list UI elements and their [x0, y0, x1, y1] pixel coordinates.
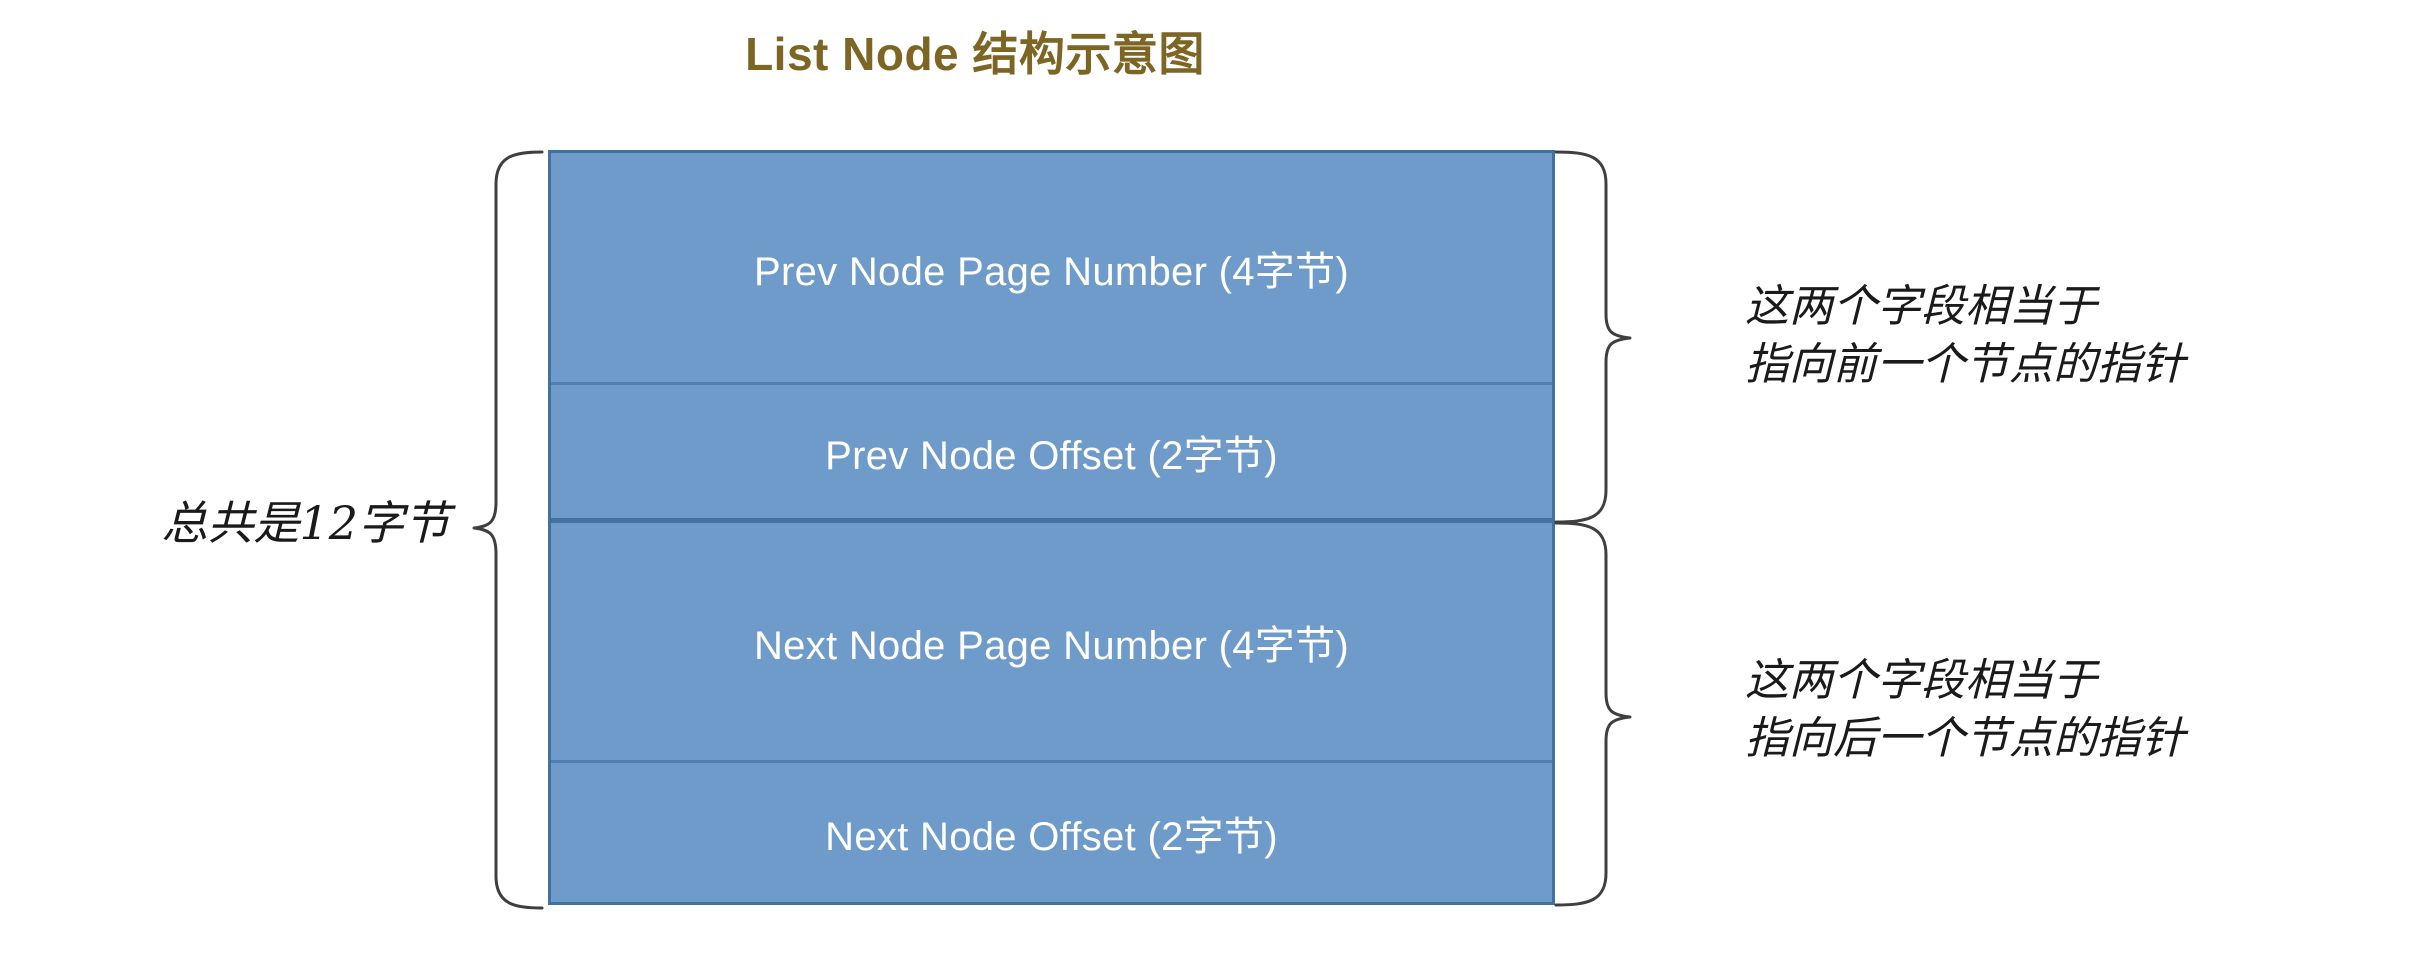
- next-group-annotation: 这两个字段相当于 指向后一个节点的指针: [1745, 652, 2185, 768]
- field-row-prev-node-offset: Prev Node Offset (2字节): [551, 385, 1552, 523]
- page-title: List Node 结构示意图: [745, 28, 1205, 80]
- field-row-next-node-page-number: Next Node Page Number (4字节): [551, 523, 1552, 763]
- next-group-brace: [1554, 521, 1632, 907]
- prev-group-annotation-line1: 这两个字段相当于: [1745, 281, 2097, 332]
- prev-group-brace: [1554, 150, 1632, 524]
- list-node-struct-box: Prev Node Page Number (4字节) Prev Node Of…: [548, 150, 1555, 905]
- field-label: Next Node Offset (2字节): [825, 814, 1278, 859]
- field-label: Prev Node Offset (2字节): [825, 433, 1278, 478]
- field-row-next-node-offset: Next Node Offset (2字节): [551, 763, 1552, 902]
- prev-group-annotation: 这两个字段相当于 指向前一个节点的指针: [1745, 278, 2185, 394]
- field-label: Next Node Page Number (4字节): [754, 623, 1349, 668]
- field-label: Prev Node Page Number (4字节): [754, 249, 1349, 294]
- total-bytes-brace: [472, 150, 544, 910]
- total-bytes-label: 总共是12字节: [161, 496, 450, 550]
- field-row-prev-node-page-number: Prev Node Page Number (4字节): [551, 153, 1552, 385]
- prev-group-annotation-line2: 指向前一个节点的指针: [1745, 339, 2185, 391]
- next-group-annotation-line2: 指向后一个节点的指针: [1745, 713, 2185, 765]
- next-group-annotation-line1: 这两个字段相当于: [1745, 655, 2097, 706]
